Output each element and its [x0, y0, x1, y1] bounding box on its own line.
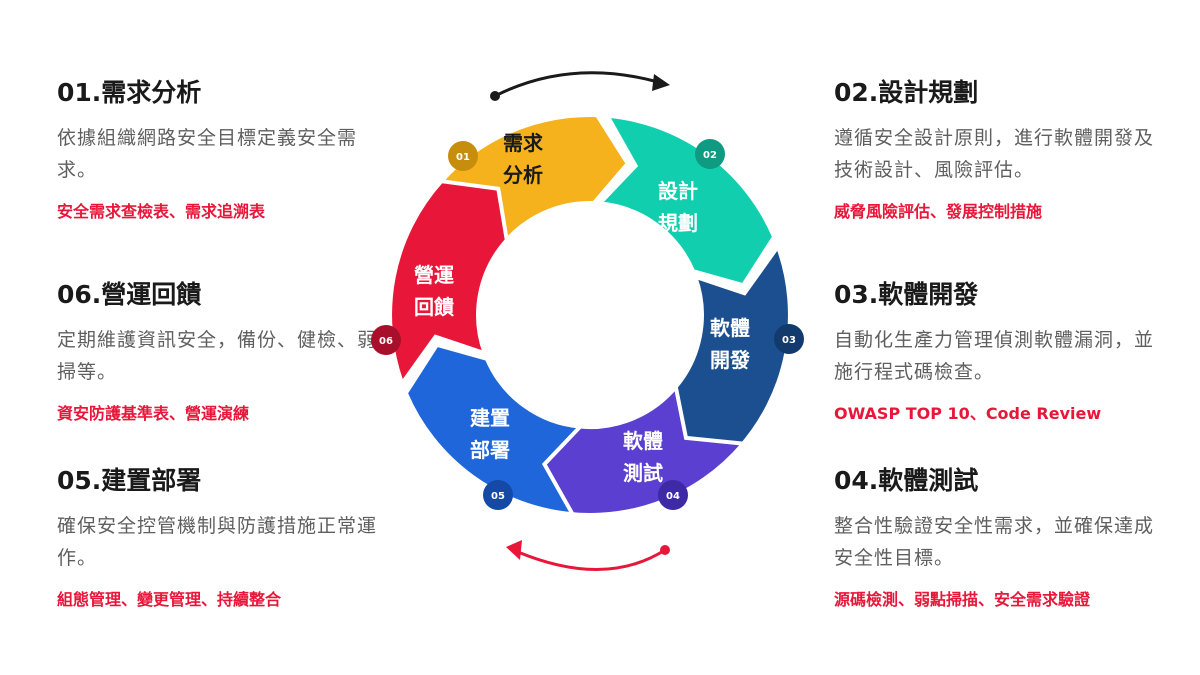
stage-number-badge	[448, 141, 478, 171]
top-arrow-tail-dot	[490, 91, 500, 101]
stage-number-badge	[695, 139, 725, 169]
stage-block-06: 06.營運回饋 定期維護資訊安全，備份、健檢、弱掃等。 資安防護基準表、營運演練	[57, 280, 377, 426]
stage-description: 依據組織網路安全目標定義安全需求。	[57, 127, 358, 181]
cycle-segment-02	[595, 113, 777, 288]
stage-tools: OWASP TOP 10、Code Review	[834, 404, 1102, 423]
stage-number-text: 02	[703, 150, 717, 161]
stage-description: 遵循安全設計原則，進行軟體開發及技術設計、風險評估。	[834, 127, 1155, 181]
stage-tools: 威脅風險評估、發展控制措施	[834, 202, 1043, 221]
segment-label-line-2: 分析	[503, 163, 543, 187]
stage-description: 自動化生產力管理偵測軟體漏洞，並施行程式碼檢查。	[834, 329, 1155, 383]
segment-label-line-2: 部署	[470, 438, 510, 462]
segment-label-line-2: 開發	[710, 348, 750, 372]
segment-label-line-1: 營運	[414, 263, 454, 287]
stage-title: 02.設計規劃	[834, 78, 979, 107]
stage-number-text: 06	[379, 336, 393, 347]
stage-block-04: 04.軟體測試 整合性驗證安全性需求，並確保達成安全性目標。 源碼檢測、弱點掃描…	[834, 466, 1154, 612]
stage-tools: 源碼檢測、弱點掃描、安全需求驗證	[834, 590, 1091, 609]
stage-description: 定期維護資訊安全，備份、健檢、弱掃等。	[57, 329, 378, 383]
stage-number-badge	[371, 325, 401, 355]
stage-number-text: 04	[666, 491, 680, 502]
stage-number-text: 03	[782, 335, 796, 346]
bottom-cycle-arrow-icon	[517, 548, 666, 571]
segment-label-line-2: 規劃	[658, 211, 698, 235]
bottom-arrow-tail-dot	[660, 545, 670, 555]
stage-block-02: 02.設計規劃 遵循安全設計原則，進行軟體開發及技術設計、風險評估。 威脅風險評…	[834, 78, 1154, 224]
segment-label-line-1: 建置	[470, 406, 510, 430]
stage-number-badge	[483, 480, 513, 510]
stage-number-text: 05	[491, 491, 505, 502]
stage-block-05: 05.建置部署 確保安全控管機制與防護措施正常運作。 組態管理、變更管理、持續整…	[57, 466, 377, 612]
segment-label-line-1: 設計	[658, 179, 698, 203]
segment-label-line-1: 軟體	[623, 429, 663, 453]
stage-block-03: 03.軟體開發 自動化生產力管理偵測軟體漏洞，並施行程式碼檢查。 OWASP T…	[834, 280, 1154, 426]
stage-number-badge	[774, 324, 804, 354]
segment-label-line-1: 需求	[503, 131, 544, 155]
segment-label-line-2: 回饋	[414, 295, 454, 319]
stage-title: 03.軟體開發	[834, 280, 979, 309]
stage-tools: 安全需求查檢表、需求追溯表	[57, 202, 266, 221]
stage-description: 整合性驗證安全性需求，並確保達成安全性目標。	[834, 515, 1155, 569]
stage-number-badge	[658, 480, 688, 510]
segment-label-line-1: 軟體	[710, 316, 750, 340]
stage-title: 04.軟體測試	[834, 466, 979, 495]
segment-label-line-2: 測試	[623, 461, 663, 485]
stage-tools: 資安防護基準表、營運演練	[57, 404, 250, 423]
cycle-badges: 01 02 03 04 05 06	[371, 139, 804, 510]
stage-title: 01.需求分析	[57, 78, 202, 107]
bottom-arrow-head-icon	[506, 540, 522, 560]
stage-title: 06.營運回饋	[57, 280, 202, 309]
top-cycle-arrow-icon	[494, 71, 659, 98]
stage-number-text: 01	[456, 152, 470, 163]
top-arrow-head-icon	[652, 74, 670, 91]
stage-title: 05.建置部署	[57, 466, 202, 495]
cycle-segment-06	[388, 179, 509, 388]
stage-block-01: 01.需求分析 依據組織網路安全目標定義安全需求。 安全需求查檢表、需求追溯表	[57, 78, 377, 224]
stage-description: 確保安全控管機制與防護措施正常運作。	[57, 515, 378, 569]
stage-tools: 組態管理、變更管理、持續整合	[57, 590, 282, 609]
